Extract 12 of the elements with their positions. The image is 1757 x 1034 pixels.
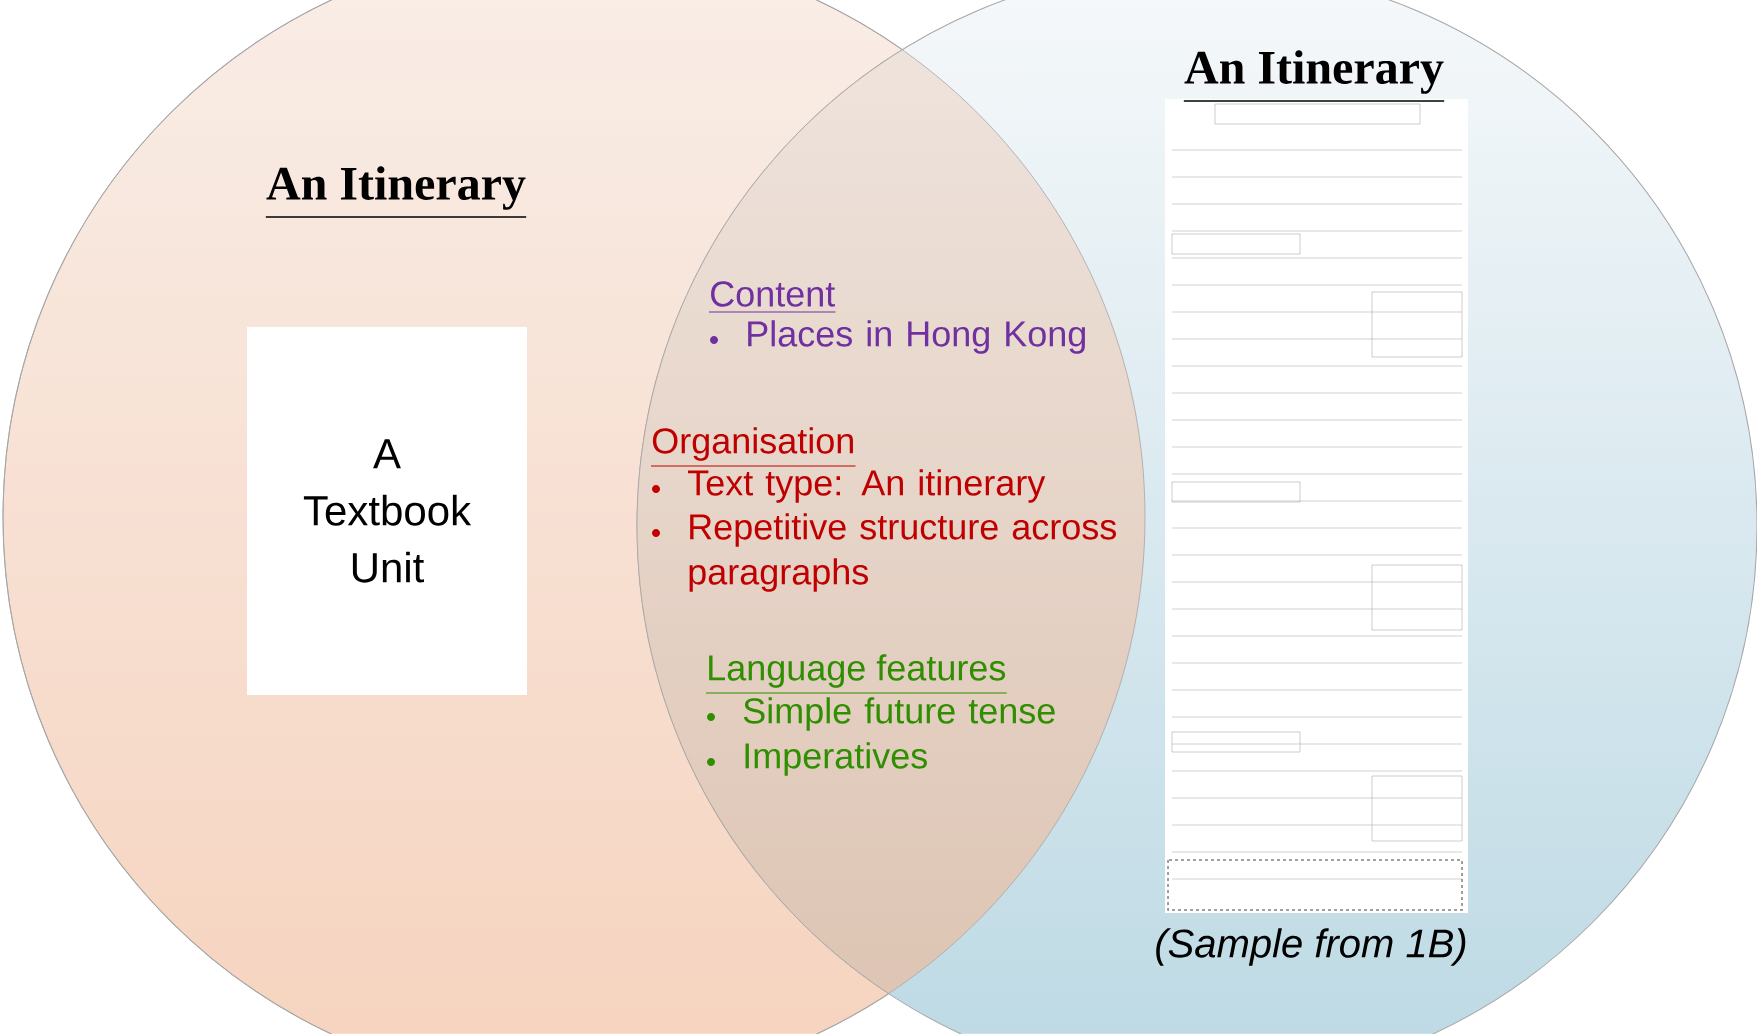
- heading: An Itinerary: [265, 166, 527, 218]
- heading: An Itinerary: [1183, 50, 1445, 102]
- section-heading: Organisation: [650, 427, 857, 467]
- section-heading: Language features: [705, 654, 1008, 694]
- bullet-text: Imperatives: [745, 742, 927, 776]
- section-heading: Content: [708, 281, 836, 313]
- bullet-text: Repetitive structure across paragraphs: [689, 513, 1116, 592]
- bullet-text: Text type: An itinerary: [688, 469, 1046, 503]
- bullet-text: Places in Hong Kong: [748, 320, 1085, 354]
- textbook-box: A Textbook Unit: [247, 327, 527, 695]
- node-text: (Sample from 1B): [1156, 928, 1466, 966]
- bullet-text: Simple future tense: [743, 697, 1055, 731]
